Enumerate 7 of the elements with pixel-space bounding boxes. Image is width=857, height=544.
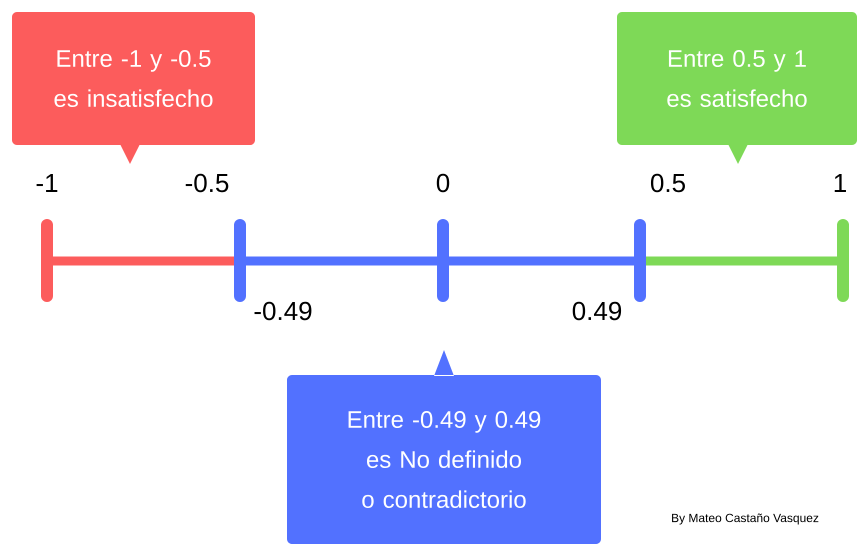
tick-label: 0.49	[572, 302, 622, 320]
callout-box: Entre 0.5 y 1 es satisfecho	[617, 12, 857, 164]
tick-label: -0.49	[254, 302, 312, 320]
tick-label: 0	[436, 174, 450, 192]
credit-text: By Mateo Castaño Vasquez	[672, 513, 818, 525]
callout-box: Entre -0.49 y 0.49 es No definido o contradictorio	[287, 350, 601, 544]
callout-box: Entre -1 y -0.5 es insatisfecho	[12, 12, 255, 164]
